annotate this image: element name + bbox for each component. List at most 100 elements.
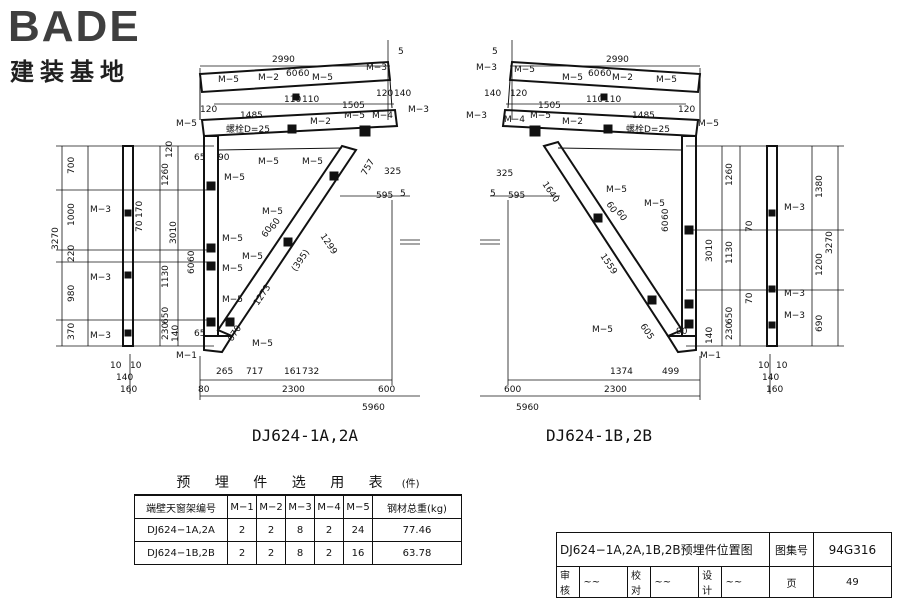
svg-text:1485: 1485 [240, 111, 263, 121]
svg-text:120: 120 [678, 105, 695, 115]
svg-text:M−5: M−5 [644, 199, 665, 209]
svg-text:10: 10 [776, 361, 788, 371]
svg-text:10: 10 [130, 361, 142, 371]
svg-text:110: 110 [302, 95, 319, 105]
svg-text:2990: 2990 [606, 55, 629, 65]
svg-text:160: 160 [766, 385, 783, 395]
svg-text:3010: 3010 [705, 239, 715, 262]
svg-text:1505: 1505 [342, 101, 365, 111]
table-cell: 63.78 [372, 541, 462, 565]
table-header: 钢材总重(kg) [372, 494, 462, 519]
logo-subtitle: 建装基地 [10, 58, 130, 86]
table-row: DJ624−1B,2B 2 2 8 2 16 63.78 [134, 541, 462, 565]
table-header-row: 端壁天窗架编号 M−1 M−2 M−3 M−4 M−5 钢材总重(kg) [134, 494, 462, 519]
table-cell: 77.46 [372, 518, 462, 542]
svg-text:65: 65 [194, 329, 205, 339]
svg-text:70: 70 [135, 220, 145, 232]
svg-text:60: 60 [600, 69, 612, 79]
svg-text:M−4: M−4 [372, 111, 393, 121]
svg-text:220: 220 [67, 245, 77, 262]
table-cell: DJ624−1A,2A [134, 518, 228, 542]
right-strut [766, 145, 778, 347]
table-header: 端壁天窗架编号 [134, 494, 228, 519]
svg-text:1260: 1260 [161, 163, 171, 186]
svg-text:M−3: M−3 [784, 203, 805, 213]
svg-text:M−5: M−5 [262, 207, 283, 217]
left-frame [122, 60, 399, 354]
table-header: M−4 [314, 494, 344, 519]
svg-text:M−3: M−3 [90, 273, 111, 283]
left-dim-2990: 2990 [272, 55, 295, 65]
svg-text:670: 670 [226, 324, 244, 344]
svg-text:1260: 1260 [725, 163, 735, 186]
review-signature: ~~ [579, 566, 629, 598]
right-bottom-dims: 600 2300 1374 499 5960 [504, 367, 679, 413]
svg-text:1485: 1485 [632, 111, 655, 121]
svg-text:M−3: M−3 [90, 331, 111, 341]
svg-text:90: 90 [676, 327, 688, 337]
svg-text:650: 650 [725, 307, 735, 324]
left-strut [122, 145, 134, 347]
svg-text:980: 980 [67, 285, 77, 302]
svg-text:80: 80 [198, 385, 210, 395]
left-plate [206, 181, 216, 191]
design-label: 设计 [698, 566, 723, 598]
svg-text:M−2: M−2 [310, 117, 331, 127]
svg-text:5960: 5960 [516, 403, 539, 413]
svg-text:700: 700 [67, 157, 77, 174]
svg-text:M−3: M−3 [408, 105, 429, 115]
svg-text:1000: 1000 [67, 203, 77, 226]
svg-text:M−5: M−5 [592, 325, 613, 335]
svg-text:M−5: M−5 [312, 73, 333, 83]
svg-text:M−5: M−5 [242, 252, 263, 262]
right-diagonal [542, 140, 684, 338]
table-cell: 2 [227, 541, 257, 565]
svg-text:M−4: M−4 [504, 115, 525, 125]
svg-text:M−3: M−3 [476, 63, 497, 73]
left-foot-dims: 10 10 140 160 [110, 361, 142, 395]
left-side-dims: 700 1000 220 980 370 3270 120 1260 3010 … [51, 141, 230, 342]
check-signature: ~~ [650, 566, 700, 598]
svg-text:170: 170 [135, 201, 145, 218]
svg-text:M−1: M−1 [700, 351, 721, 361]
table-header: M−2 [256, 494, 286, 519]
table-cell: 2 [314, 541, 344, 565]
svg-text:605: 605 [638, 322, 656, 342]
svg-text:M−5: M−5 [606, 185, 627, 195]
selection-table: 端壁天窗架编号 M−1 M−2 M−3 M−4 M−5 钢材总重(kg) DJ6… [134, 494, 462, 565]
table-cell: 2 [256, 541, 286, 565]
check-label: 校对 [627, 566, 652, 598]
svg-text:1380: 1380 [815, 175, 825, 198]
table-row: DJ624−1A,2A 2 2 8 2 24 77.46 [134, 518, 462, 542]
selection-table-wrapper: 预 埋 件 选 用 表 (件) 端壁天窗架编号 M−1 M−2 M−3 M−4 … [134, 472, 462, 565]
svg-text:5: 5 [492, 47, 498, 57]
left-bolt-label: 螺栓D=25 [226, 123, 270, 135]
svg-text:5: 5 [398, 47, 404, 57]
svg-text:60: 60 [286, 69, 298, 79]
svg-text:M−2: M−2 [562, 117, 583, 127]
svg-text:3010: 3010 [169, 221, 179, 244]
svg-text:5960: 5960 [362, 403, 385, 413]
title-block: DJ624−1A,2A,1B,2B预埋件位置图 图集号 94G316 审核 ~~… [555, 532, 893, 598]
svg-text:M−5: M−5 [176, 119, 197, 129]
table-cell: 24 [343, 518, 373, 542]
svg-text:3270: 3270 [825, 231, 835, 254]
svg-text:265: 265 [216, 367, 233, 377]
svg-text:M−5: M−5 [222, 234, 243, 244]
svg-text:60: 60 [588, 69, 600, 79]
svg-text:M−5: M−5 [530, 111, 551, 121]
svg-text:120: 120 [510, 89, 527, 99]
svg-text:M−5: M−5 [302, 157, 323, 167]
table-cell: 2 [227, 518, 257, 542]
svg-text:10: 10 [758, 361, 770, 371]
table-cell: 8 [285, 518, 315, 542]
svg-text:595: 595 [376, 191, 393, 201]
selection-table-title: 预 埋 件 选 用 表 [176, 475, 393, 491]
right-frame [501, 60, 778, 354]
svg-text:M−3: M−3 [366, 63, 387, 73]
svg-text:140: 140 [394, 89, 411, 99]
svg-text:1200: 1200 [815, 253, 825, 276]
svg-text:M−5: M−5 [222, 295, 243, 305]
table-header: M−5 [343, 494, 373, 519]
svg-text:M−5: M−5 [514, 65, 535, 75]
